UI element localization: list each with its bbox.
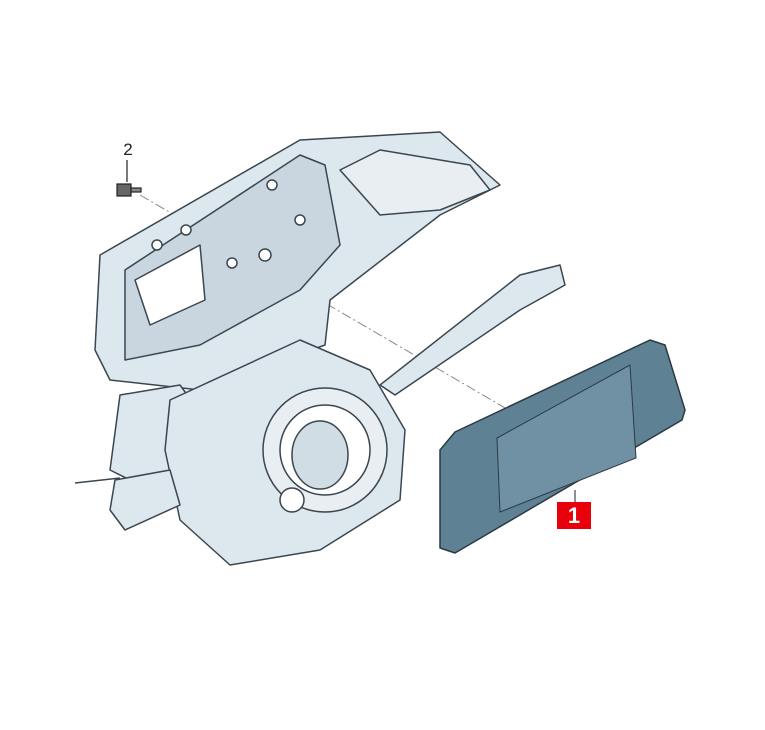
screw xyxy=(116,160,142,197)
callout-1[interactable]: 1 xyxy=(557,502,591,529)
display-unit xyxy=(439,339,686,554)
callout-2[interactable]: 2 xyxy=(123,140,133,159)
instrument-cluster-housing xyxy=(94,131,501,391)
steering-column-switch-module xyxy=(74,264,566,566)
